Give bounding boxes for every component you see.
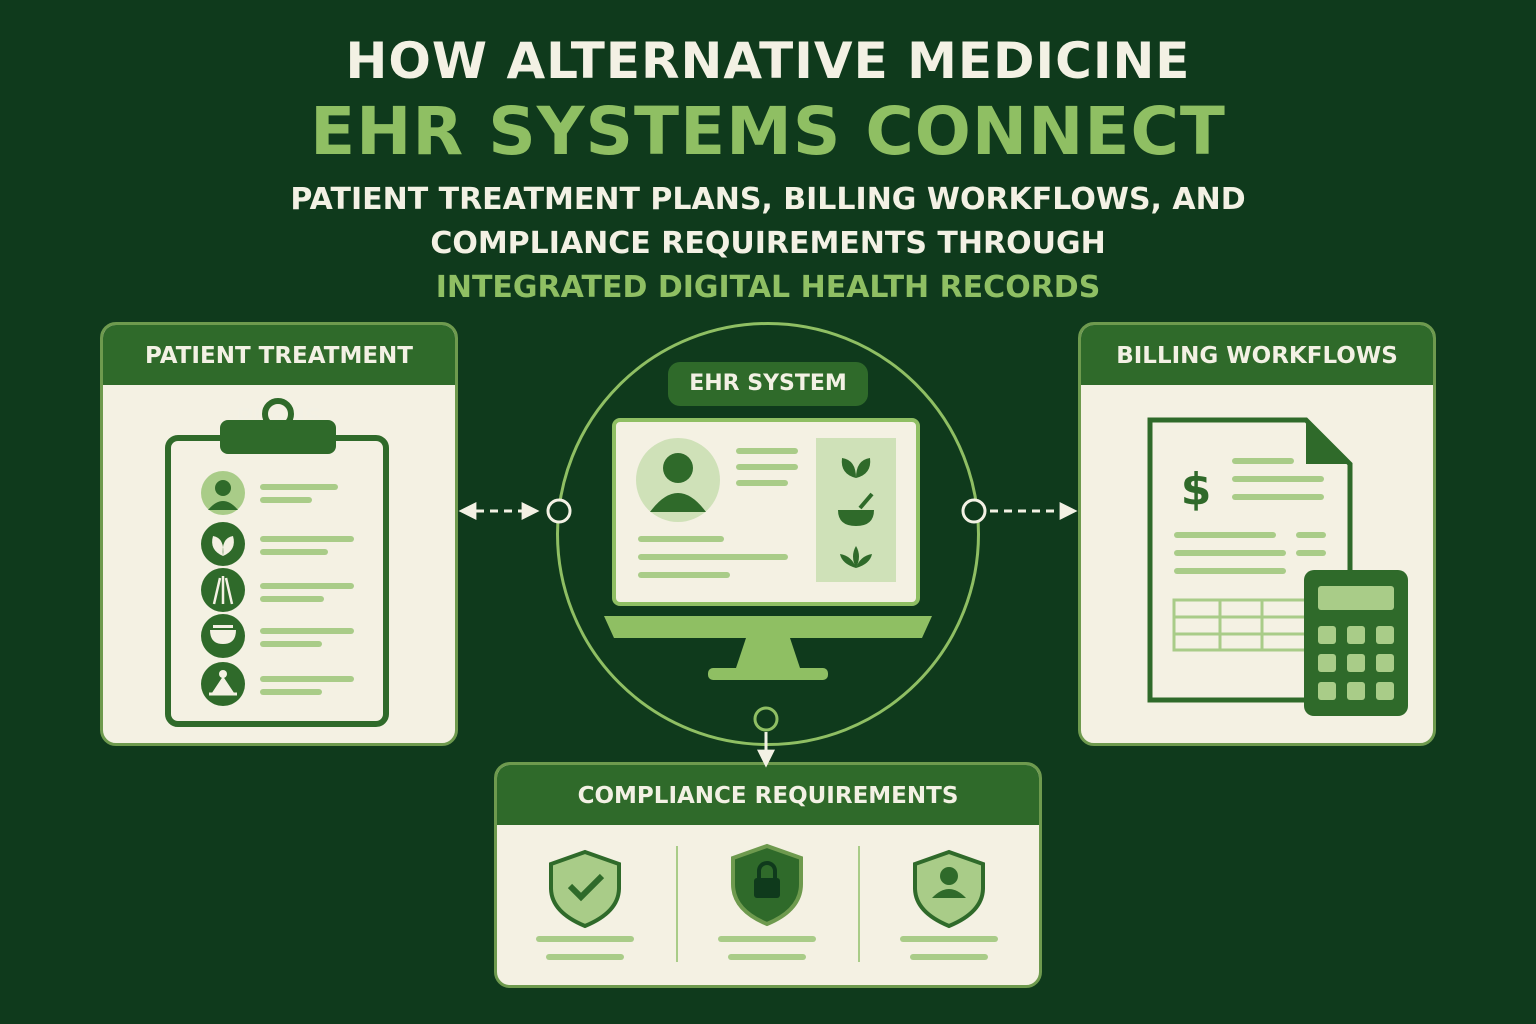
title-line-2: EHR SYSTEMS CONNECT xyxy=(310,93,1226,170)
meditation-icon xyxy=(201,662,245,706)
tea-cup-icon xyxy=(201,614,245,658)
treatment-text-lines xyxy=(260,484,354,695)
title-block: HOW ALTERNATIVE MEDICINE EHR SYSTEMS CON… xyxy=(0,30,1536,310)
subtitle-line-2: COMPLIANCE REQUIREMENTS THROUGH xyxy=(430,226,1106,261)
clipboard-icon xyxy=(165,398,389,727)
acupuncture-icon xyxy=(201,568,245,612)
herb-icon xyxy=(841,458,871,478)
record-text-lines xyxy=(638,448,798,578)
connector-right xyxy=(961,498,1078,524)
person-icon xyxy=(201,471,245,515)
mortar-pestle-icon xyxy=(838,492,874,526)
dollar-icon: $ xyxy=(1181,464,1212,515)
shield-user-icon xyxy=(913,849,985,929)
connector-left xyxy=(458,498,572,524)
treatment-plans-label: PATIENT TREATMENT PLANS xyxy=(103,325,455,431)
shield-check-icon xyxy=(549,849,621,929)
avatar-icon xyxy=(636,438,720,522)
leaf-icon xyxy=(201,522,245,566)
connector-bottom xyxy=(753,706,779,768)
billing-workflows-label: BILLING WORKFLOWS xyxy=(1081,325,1433,385)
compliance-dividers xyxy=(676,846,860,962)
title-line-1: HOW ALTERNATIVE MEDICINE xyxy=(345,32,1191,90)
subtitle-line-3: INTEGRATED DIGITAL HEALTH RECORDS xyxy=(435,270,1101,305)
ehr-system-ring xyxy=(556,322,980,746)
compliance-text-lines xyxy=(536,936,998,960)
ehr-system-label: EHR SYSTEM xyxy=(668,362,868,406)
compliance-requirements-label: COMPLIANCE REQUIREMENTS xyxy=(497,765,1039,825)
calculator-icon xyxy=(1304,570,1408,716)
lotus-icon xyxy=(840,546,872,568)
invoice-text-lines xyxy=(1174,458,1326,574)
subtitle-line-1: PATIENT TREATMENT PLANS, BILLING WORKFLO… xyxy=(290,182,1246,217)
shield-lock-icon xyxy=(731,843,803,927)
